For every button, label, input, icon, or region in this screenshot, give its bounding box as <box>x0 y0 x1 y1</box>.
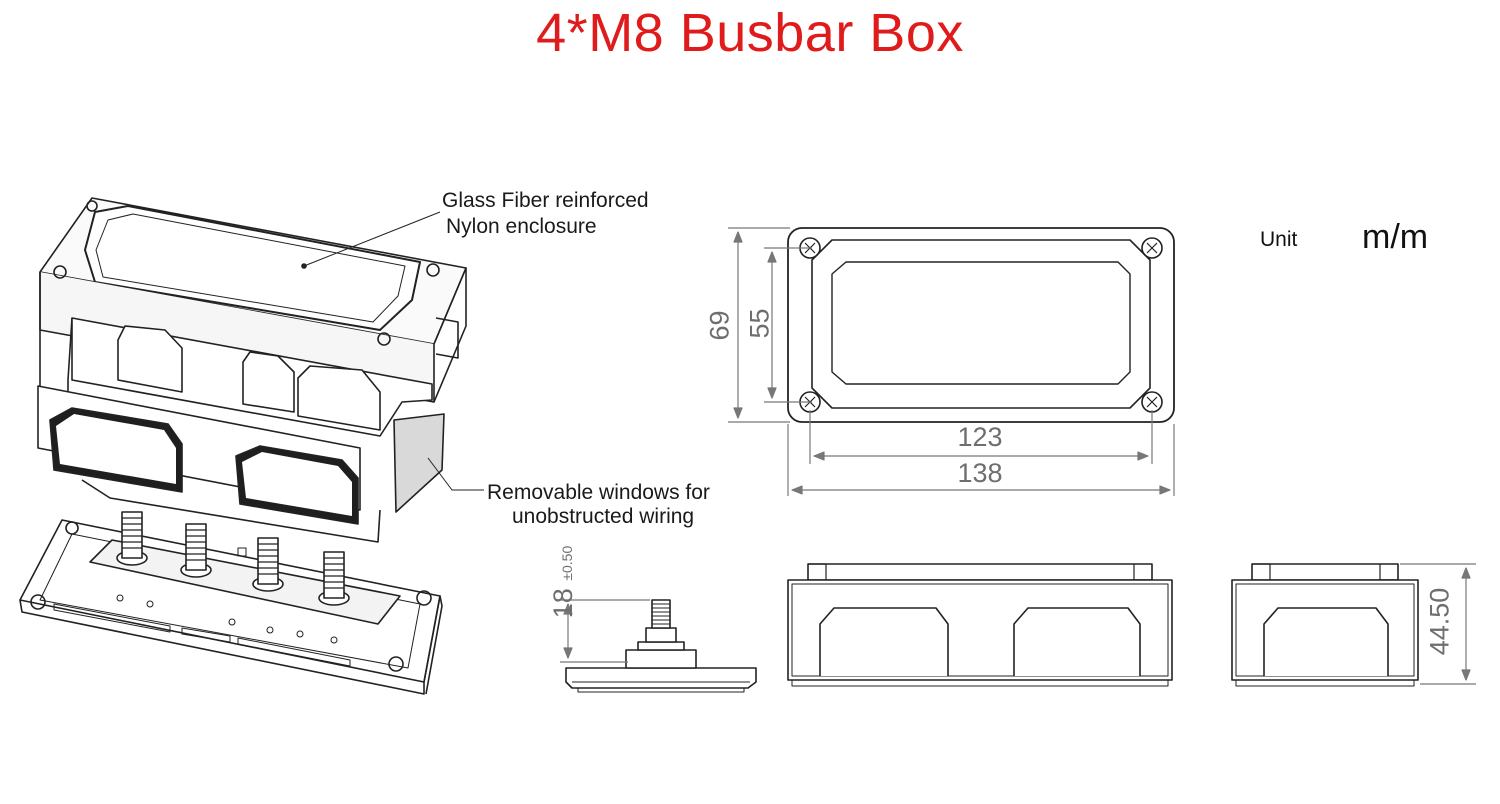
end-view <box>1231 563 1476 687</box>
unit-label: Unit <box>1260 228 1298 251</box>
stud-side-view <box>560 599 757 693</box>
enclosure-leader-line <box>303 211 441 267</box>
m8-studs <box>116 511 350 606</box>
windows-label-line1: Removable windows for <box>487 481 710 504</box>
dimension-inner-width: 123 <box>957 422 1003 452</box>
unit-value: m/m <box>1362 218 1429 256</box>
enclosure-label-line2: Nylon enclosure <box>446 215 597 238</box>
screw-icon <box>86 200 98 212</box>
removable-window-panel <box>37 385 445 543</box>
dimension-inner-height: 55 <box>744 308 775 339</box>
base-plate <box>19 519 443 695</box>
stud-height-value: 18 <box>548 588 578 619</box>
stud-height-tolerance: ±0.50 <box>559 545 575 581</box>
windows-label-line2: unobstructed wiring <box>512 505 695 528</box>
stud <box>180 523 212 578</box>
screw-icon <box>377 332 391 346</box>
dimension-box-height: 44.50 <box>1424 587 1455 656</box>
screw-icon <box>53 265 67 279</box>
stud <box>116 511 148 566</box>
stud <box>318 551 350 606</box>
front-view <box>787 563 1173 687</box>
screw-icon <box>426 263 440 277</box>
stud <box>252 537 284 592</box>
diagram-title: 4*M8 Busbar Box <box>536 3 964 63</box>
dimension-stud-height: 18 ±0.50 <box>548 532 580 632</box>
dimension-outer-width: 138 <box>957 458 1003 488</box>
cover-body <box>39 317 459 437</box>
exploded-view <box>19 197 484 695</box>
enclosure-label-line1: Glass Fiber reinforced <box>442 189 649 212</box>
dimension-outer-height: 69 <box>704 310 735 341</box>
top-view <box>728 227 1175 496</box>
windows-leader-line <box>427 457 484 491</box>
